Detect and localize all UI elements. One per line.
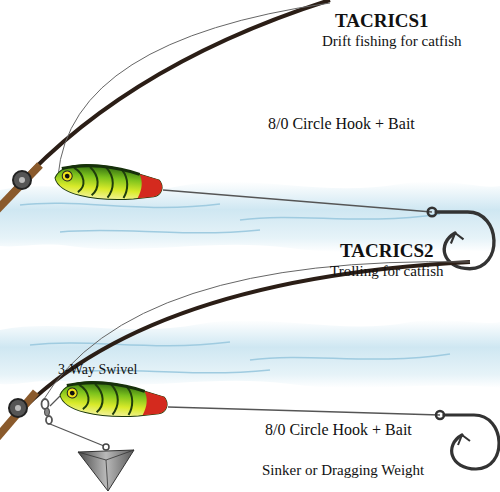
fishing-reel (9, 399, 27, 417)
leader-line (168, 407, 440, 415)
part-label: 8/0 Circle Hook + Bait (265, 421, 412, 439)
lure (59, 379, 169, 421)
sinker-edge (106, 460, 108, 491)
rod-handle (0, 165, 40, 212)
leader-line (50, 396, 60, 406)
fishing-line (58, 3, 330, 176)
part-label: Sinker or Dragging Weight (262, 462, 424, 479)
part-label: 3-Way Swivel (58, 362, 137, 378)
sinker (78, 450, 134, 491)
product-name: TACRICS2 (340, 240, 434, 262)
fishing-rod (0, 262, 470, 440)
method-caption: Trolling for catfish (330, 263, 444, 280)
fishing-reel (19, 177, 25, 183)
circle-hook (436, 411, 499, 469)
three-way-swivel (42, 399, 53, 424)
lure (54, 162, 164, 204)
leader-line (163, 190, 432, 212)
drop-line (50, 424, 104, 446)
water-splash (0, 320, 500, 388)
circle-hook (428, 208, 494, 269)
fishing-rod (0, 0, 330, 212)
part-label: 8/0 Circle Hook + Bait (268, 115, 415, 133)
fishing-reel (13, 171, 31, 189)
rod-handle (0, 392, 36, 440)
sinker-ring (103, 444, 109, 450)
product-name: TACRICS1 (335, 10, 429, 32)
sinker-edge (78, 450, 134, 460)
fishing-line (42, 262, 470, 402)
fishing-reel (15, 405, 21, 411)
method-caption: Drift fishing for catfish (322, 33, 462, 50)
